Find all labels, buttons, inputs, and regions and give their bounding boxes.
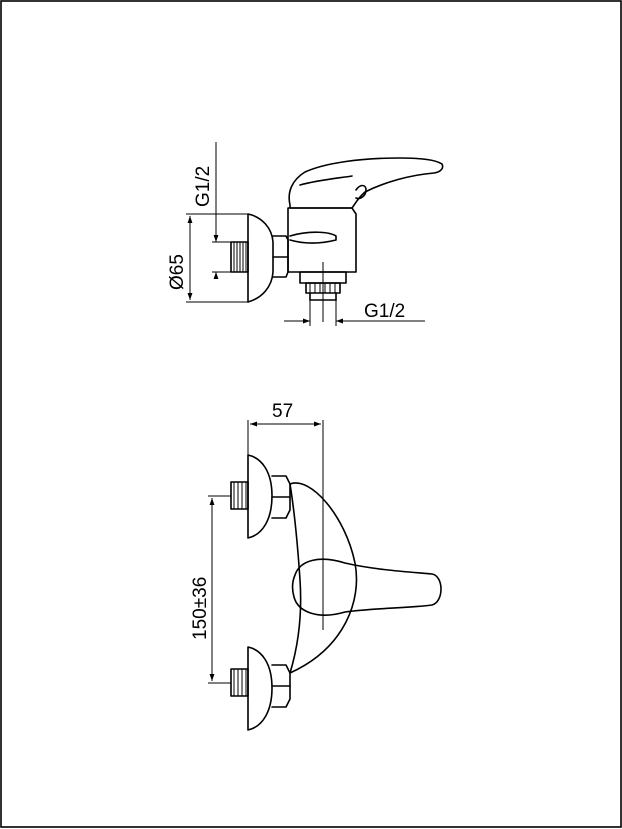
- front-view: 57 150±36: [190, 401, 442, 731]
- front-lower-inlet: [230, 646, 291, 731]
- front-upper-inlet: [230, 454, 291, 539]
- dim-rosette-diameter-label: Ø65: [167, 254, 188, 290]
- front-body: [289, 482, 358, 674]
- side-view: G1/2 Ø65 G1/2: [167, 142, 444, 326]
- side-nut: [272, 235, 289, 278]
- side-body-contour: [289, 231, 337, 244]
- side-inlet-thread: [230, 241, 249, 273]
- front-lever: [291, 558, 442, 616]
- dim-inlet-thread: G1/2: [193, 142, 231, 279]
- dim-rosette-diameter: Ø65: [167, 213, 249, 303]
- dim-center-distance: 150±36: [190, 495, 231, 684]
- side-rosette: [247, 213, 274, 303]
- side-body: [287, 207, 357, 273]
- side-lever-handle: [288, 157, 444, 209]
- dim-outlet-thread-label: G1/2: [364, 301, 405, 322]
- dim-outlet-thread: G1/2: [284, 300, 425, 326]
- dim-inlet-thread-label: G1/2: [193, 166, 214, 207]
- dim-center-distance-label: 150±36: [190, 577, 211, 640]
- side-lever-dot: [355, 184, 367, 200]
- dim-projection-label: 57: [272, 401, 293, 422]
- side-lever-detail: [299, 175, 353, 186]
- dim-projection: 57: [247, 401, 321, 455]
